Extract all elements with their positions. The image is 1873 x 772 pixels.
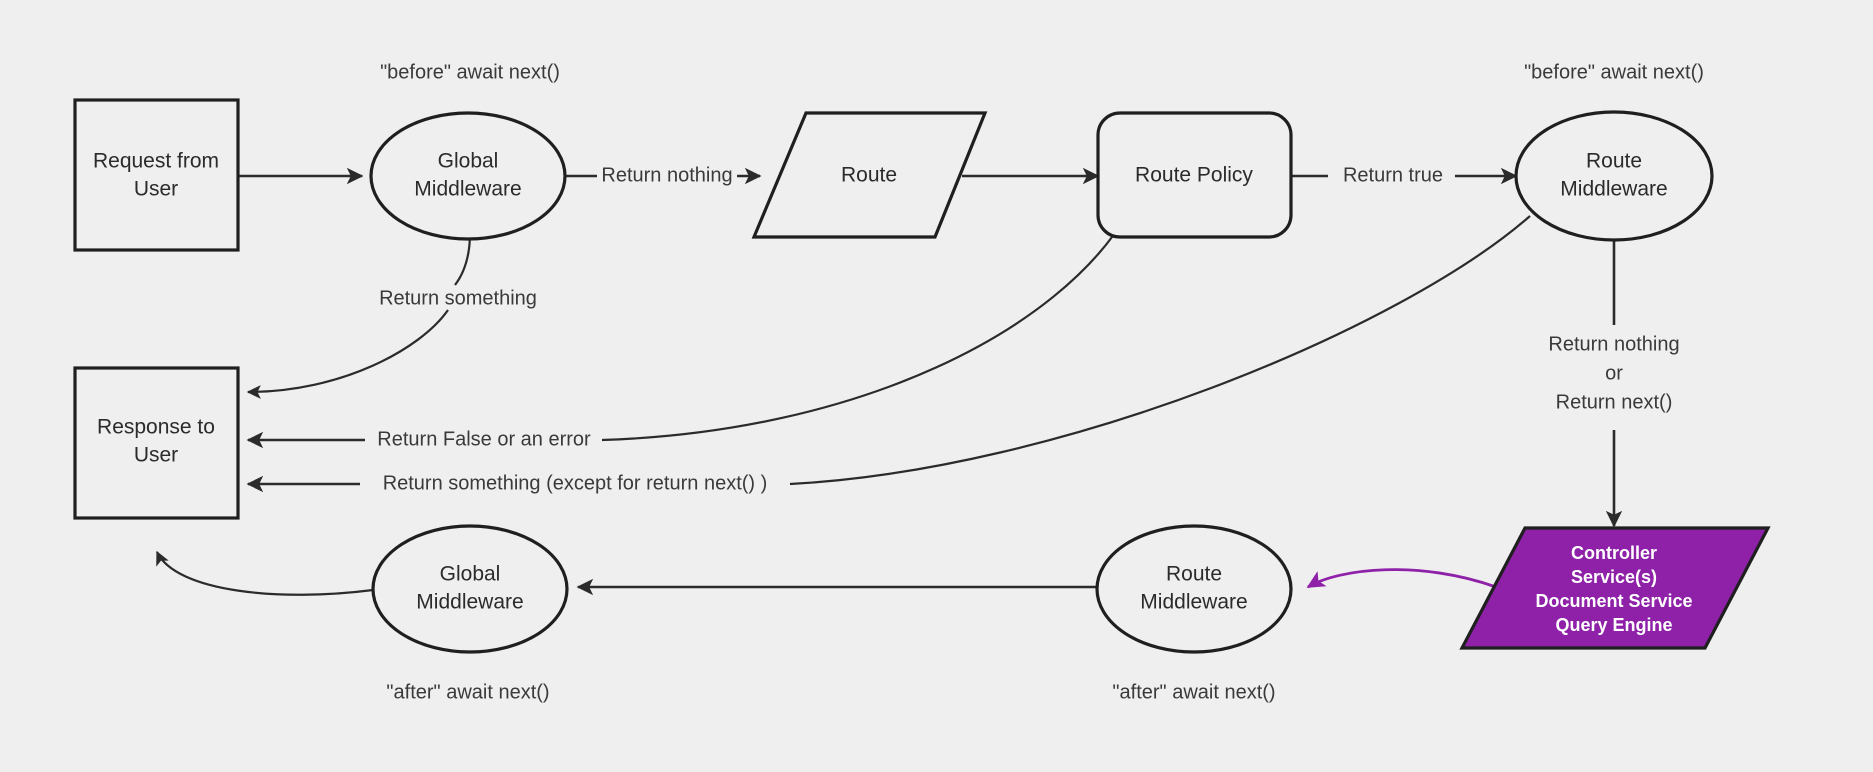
edge-label-return-false-or-error: Return False or an error (377, 428, 591, 450)
annotation-after-route-middleware: "after" await next() (1112, 681, 1275, 703)
edge-route-policy-return-false-curve (601, 212, 1129, 442)
node-global-middleware-before[interactable] (369, 111, 567, 241)
node-route-policy-label: Route Policy (1135, 164, 1253, 187)
node-global-middleware-before-label-1: Global (438, 150, 499, 173)
edge-label-return-nothing-or-next-2: or (1605, 362, 1623, 384)
node-request-from-user[interactable] (73, 98, 240, 252)
node-route-policy[interactable] (1096, 111, 1293, 239)
node-global-middleware-after-label-1: Global (440, 563, 501, 586)
node-route-middleware-after-label-2: Middleware (1140, 591, 1247, 614)
node-controller-services-label-2: Service(s) (1571, 567, 1657, 587)
node-response-to-user-label-1: Response to (97, 416, 215, 439)
node-route-middleware-before[interactable] (1514, 110, 1714, 242)
edge-label-return-nothing-or-next-3: Return next() (1556, 391, 1673, 413)
edge-controller-to-route-middleware-after (1306, 568, 1497, 589)
edge-route-mw-return-something-curve (789, 215, 1531, 486)
node-response-to-user-label-2: User (134, 444, 178, 467)
node-route-middleware-after-label-1: Route (1166, 563, 1222, 586)
edge-label-return-something: Return something (379, 287, 537, 309)
node-controller-services-label-4: Query Engine (1555, 615, 1672, 635)
node-global-middleware-after[interactable] (371, 524, 569, 654)
node-global-middleware-before-label-2: Middleware (414, 178, 521, 201)
annotation-after-global-middleware: "after" await next() (386, 681, 549, 703)
edge-global-mw-return-something-lower (246, 309, 449, 399)
node-controller-services-label-1: Controller (1571, 543, 1657, 563)
node-global-middleware-after-label-2: Middleware (416, 591, 523, 614)
node-route-middleware-before-label-1: Route (1586, 150, 1642, 173)
annotation-before-route-middleware: "before" await next() (1524, 61, 1704, 83)
edge-global-mw-after-to-response (156, 550, 374, 596)
node-route-label: Route (841, 164, 897, 187)
edge-label-return-nothing: Return nothing (601, 164, 732, 186)
node-route-middleware-before-label-2: Middleware (1560, 178, 1667, 201)
node-request-from-user-label-2: User (134, 178, 178, 201)
node-controller-services[interactable] (1459, 526, 1771, 650)
node-response-to-user[interactable] (73, 366, 240, 520)
edge-label-return-true: Return true (1343, 164, 1443, 186)
node-request-from-user-label-1: Request from (93, 150, 219, 173)
node-route-middleware-after[interactable] (1095, 524, 1293, 654)
edge-label-return-something-except-next: Return something (except for return next… (383, 472, 768, 494)
node-route[interactable] (751, 111, 988, 239)
annotation-before-global-middleware: "before" await next() (380, 61, 560, 83)
node-controller-services-label-3: Document Service (1535, 591, 1692, 611)
edge-label-return-nothing-or-next-1: Return nothing (1548, 333, 1679, 355)
